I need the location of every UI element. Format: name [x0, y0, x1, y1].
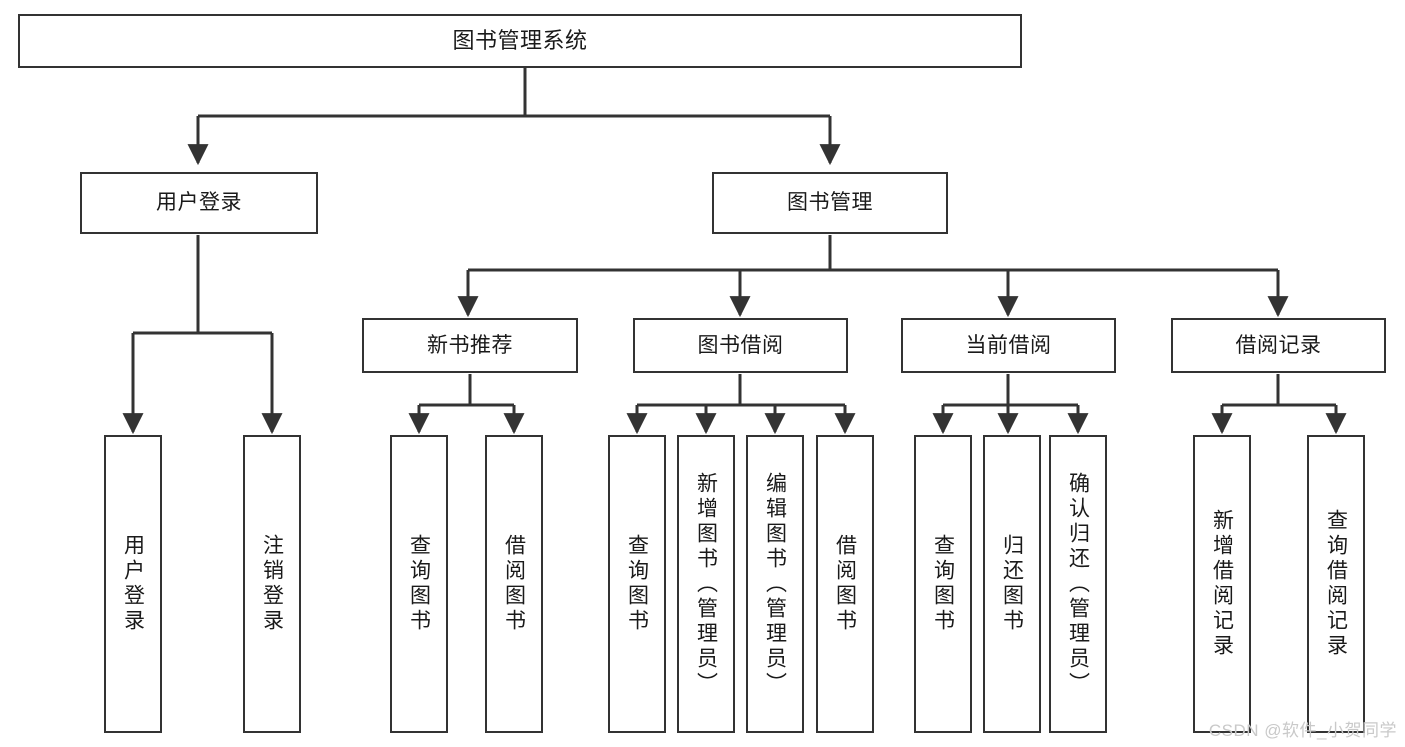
node-leaf-10-label: 归还图书 — [1000, 534, 1024, 634]
node-leaf-11[interactable]: 确认归还（管理员） — [1049, 435, 1107, 733]
node-leaf-3[interactable]: 查询图书 — [390, 435, 448, 733]
watermark: CSDN @软件_小贺同学 — [1208, 721, 1397, 740]
node-leaf-2[interactable]: 注销登录 — [243, 435, 301, 733]
node-leaf-5-label: 查询图书 — [625, 534, 649, 634]
node-leaf-7[interactable]: 编辑图书（管理员） — [746, 435, 804, 733]
node-root[interactable]: 图书管理系统 — [18, 14, 1022, 68]
node-leaf-12[interactable]: 新增借阅记录 — [1193, 435, 1251, 733]
node-book-manage-label: 图书管理 — [787, 191, 873, 215]
node-leaf-9-label: 查询图书 — [931, 534, 955, 634]
node-user-login[interactable]: 用户登录 — [80, 172, 318, 234]
node-leaf-2-label: 注销登录 — [260, 534, 284, 634]
node-borrow-record[interactable]: 借阅记录 — [1171, 318, 1386, 373]
node-leaf-12-label: 新增借阅记录 — [1210, 509, 1234, 659]
node-leaf-6[interactable]: 新增图书（管理员） — [677, 435, 735, 733]
node-leaf-7-label: 编辑图书（管理员） — [763, 471, 787, 697]
node-leaf-1[interactable]: 用户登录 — [104, 435, 162, 733]
node-leaf-8-label: 借阅图书 — [833, 534, 857, 634]
node-book-manage[interactable]: 图书管理 — [712, 172, 948, 234]
node-leaf-10[interactable]: 归还图书 — [983, 435, 1041, 733]
node-user-login-label: 用户登录 — [156, 191, 242, 215]
node-leaf-13-label: 查询借阅记录 — [1324, 509, 1348, 659]
node-book-borrow-label: 图书借阅 — [697, 333, 784, 357]
node-leaf-13[interactable]: 查询借阅记录 — [1307, 435, 1365, 733]
node-leaf-5[interactable]: 查询图书 — [608, 435, 666, 733]
node-leaf-4-label: 借阅图书 — [502, 534, 526, 634]
node-leaf-8[interactable]: 借阅图书 — [816, 435, 874, 733]
node-leaf-6-label: 新增图书（管理员） — [694, 471, 718, 697]
node-leaf-4[interactable]: 借阅图书 — [485, 435, 543, 733]
node-leaf-1-label: 用户登录 — [121, 534, 145, 634]
node-borrow-record-label: 借阅记录 — [1235, 333, 1322, 357]
node-current-borrow[interactable]: 当前借阅 — [901, 318, 1116, 373]
node-new-book-rec-label: 新书推荐 — [427, 333, 513, 357]
node-new-book-rec[interactable]: 新书推荐 — [362, 318, 578, 373]
node-leaf-3-label: 查询图书 — [407, 534, 431, 634]
node-current-borrow-label: 当前借阅 — [965, 333, 1052, 357]
node-book-borrow[interactable]: 图书借阅 — [633, 318, 848, 373]
node-leaf-9[interactable]: 查询图书 — [914, 435, 972, 733]
node-root-label: 图书管理系统 — [452, 27, 588, 53]
node-leaf-11-label: 确认归还（管理员） — [1066, 471, 1090, 697]
